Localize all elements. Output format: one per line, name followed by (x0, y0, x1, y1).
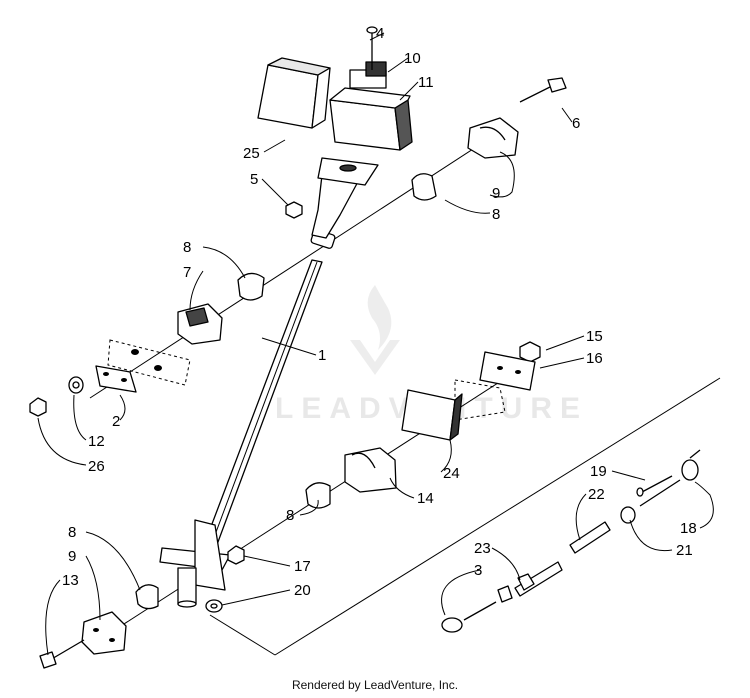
callout-12: 12 (88, 433, 105, 450)
clamp-14 (344, 447, 397, 493)
nut-17-washer-20 (205, 545, 245, 613)
callout-14: 14 (417, 490, 434, 507)
callout-8-upper: 8 (492, 206, 500, 223)
callout-26: 26 (88, 458, 105, 475)
callout-10: 10 (404, 50, 421, 67)
cap-and-bolt (349, 26, 387, 89)
callout-9-upper: 9 (492, 185, 500, 202)
callout-8-lower: 8 (286, 507, 294, 524)
bushing-8-upper (411, 173, 437, 201)
callout-24: 24 (443, 465, 460, 482)
callout-19: 19 (590, 463, 607, 480)
callout-18: 18 (680, 520, 697, 537)
nut-5 (285, 201, 303, 219)
callout-labels: 4 10 11 25 6 5 9 8 8 7 1 15 16 2 12 26 2… (62, 25, 697, 599)
plate-16 (479, 351, 536, 391)
callout-6: 6 (572, 115, 580, 132)
callout-16: 16 (586, 350, 603, 367)
bushing-8-bottom (135, 584, 159, 610)
callout-13: 13 (62, 572, 79, 589)
steering-post (159, 157, 379, 608)
callout-8-left: 8 (183, 239, 191, 256)
footer-credit: Rendered by LeadVenture, Inc. (291, 678, 459, 692)
bolt-6 (519, 77, 567, 103)
clamp-7 (177, 303, 223, 345)
callout-25: 25 (243, 145, 260, 162)
callout-17: 17 (294, 558, 311, 575)
callout-8-bottom: 8 (68, 524, 76, 541)
nut-15 (519, 341, 541, 363)
tie-rod-assembly (441, 449, 701, 633)
callout-2: 2 (112, 413, 120, 430)
callout-20: 20 (294, 582, 311, 599)
callout-5: 5 (250, 171, 258, 188)
bushing-8-lower (305, 482, 331, 509)
clamp-9-bottom (81, 611, 127, 655)
bushing-8-left (237, 272, 265, 301)
callout-22: 22 (588, 486, 605, 503)
callout-21: 21 (676, 542, 693, 559)
callout-23: 23 (474, 540, 491, 557)
callout-7: 7 (183, 264, 191, 281)
callout-1: 1 (318, 347, 326, 364)
callout-3: 3 (474, 562, 482, 579)
callout-4: 4 (376, 25, 384, 42)
handlebar-pad (257, 57, 331, 129)
upper-block (329, 87, 413, 151)
leader-lines (37, 32, 714, 656)
bracket-2 (95, 339, 191, 393)
clamp-9-upper (467, 117, 519, 159)
callout-15: 15 (586, 328, 603, 345)
callout-9-bottom: 9 (68, 548, 76, 565)
callout-11: 11 (418, 74, 434, 91)
washer-and-nut-left (29, 376, 84, 417)
